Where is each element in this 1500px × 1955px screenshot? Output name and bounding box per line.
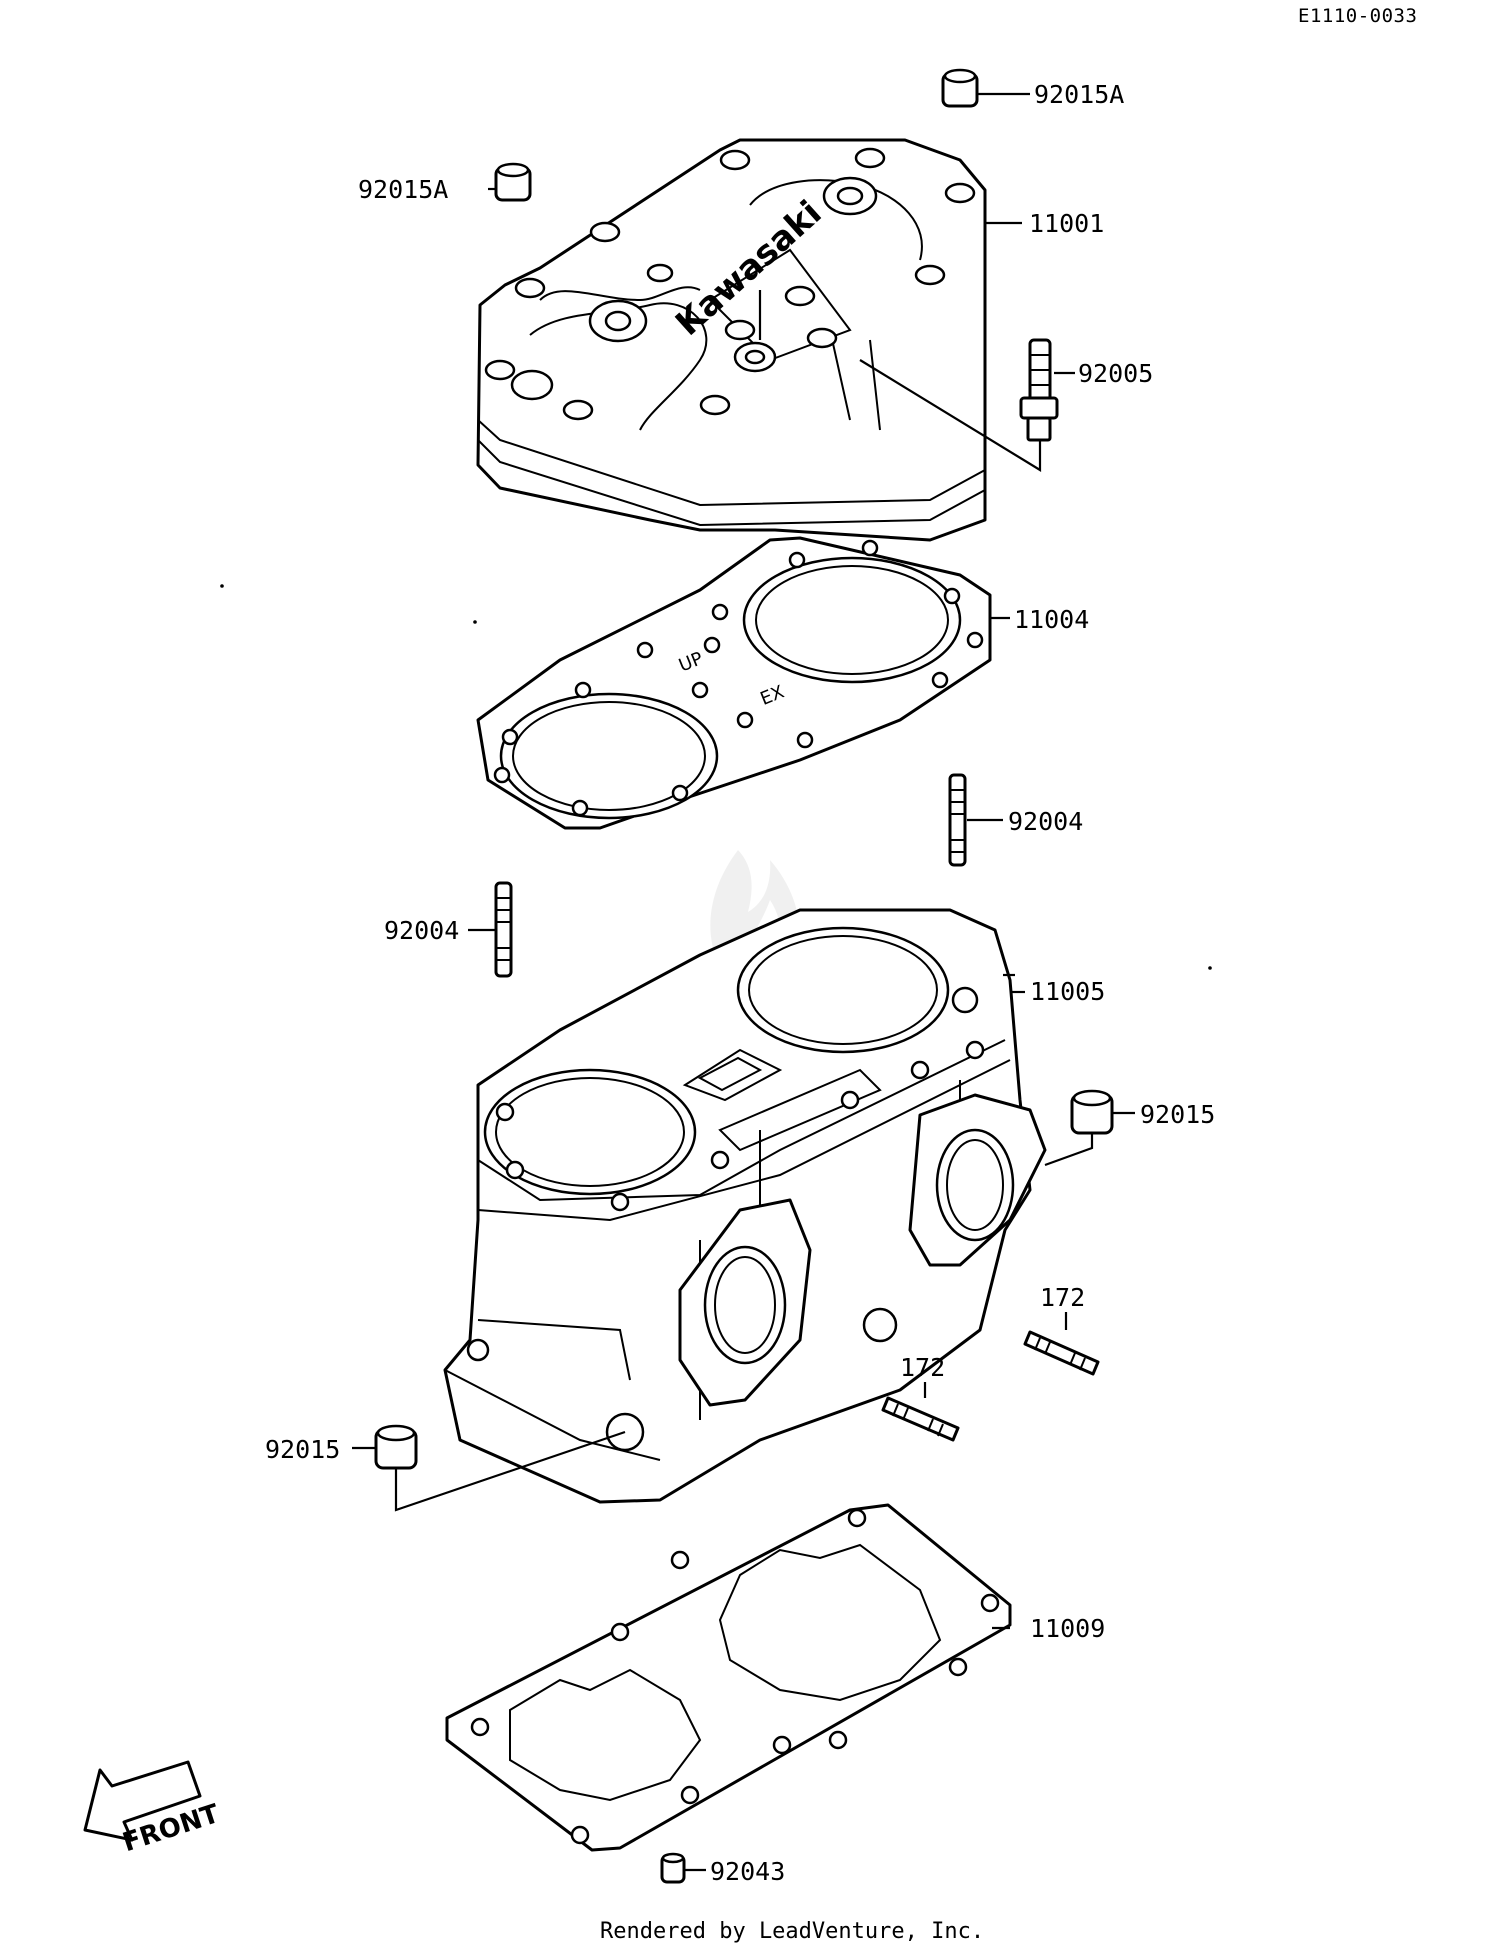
front-arrow-icon: FRONT (83, 1760, 223, 1858)
dowel-pin-92043 (660, 1852, 706, 1884)
callout-11005: 11005 (1030, 977, 1105, 1006)
stud-172-lower (881, 1382, 960, 1442)
callout-92015-right: 92015 (1140, 1100, 1215, 1129)
stud-92004-right (948, 773, 1003, 867)
callout-172-upper: 172 (1040, 1283, 1085, 1312)
footer-credit: Rendered by LeadVenture, Inc. (600, 1919, 984, 1944)
stud-92004-left (468, 881, 513, 978)
base-gasket-11009 (445, 1503, 1012, 1852)
nut-92015a-top (941, 68, 1030, 108)
cylinder-head-11001: Kawasaki (476, 138, 987, 542)
diagram-code: E1110-0033 (1298, 5, 1417, 27)
callout-92015a-left: 92015A (358, 175, 448, 204)
nut-92015a-left (488, 162, 532, 202)
fitting-92005 (758, 290, 1075, 472)
nut-92015-right (1044, 1089, 1135, 1167)
callout-92004-right: 92004 (1008, 807, 1083, 836)
callout-92004-left: 92004 (384, 916, 459, 945)
callout-172-lower: 172 (900, 1353, 945, 1382)
callout-11004: 11004 (1014, 605, 1089, 634)
callout-92015-left: 92015 (265, 1435, 340, 1464)
head-gasket-11004: UP EX (476, 536, 1010, 830)
callout-11009: 11009 (1030, 1614, 1105, 1643)
cylinder-11005 (443, 908, 1047, 1504)
callout-92043: 92043 (710, 1857, 785, 1886)
callout-92005: 92005 (1078, 359, 1153, 388)
callout-92015a-top: 92015A (1034, 80, 1124, 109)
stud-172-upper (1023, 1312, 1100, 1376)
callout-11001: 11001 (1029, 209, 1104, 238)
nut-92015-left (352, 1424, 626, 1512)
